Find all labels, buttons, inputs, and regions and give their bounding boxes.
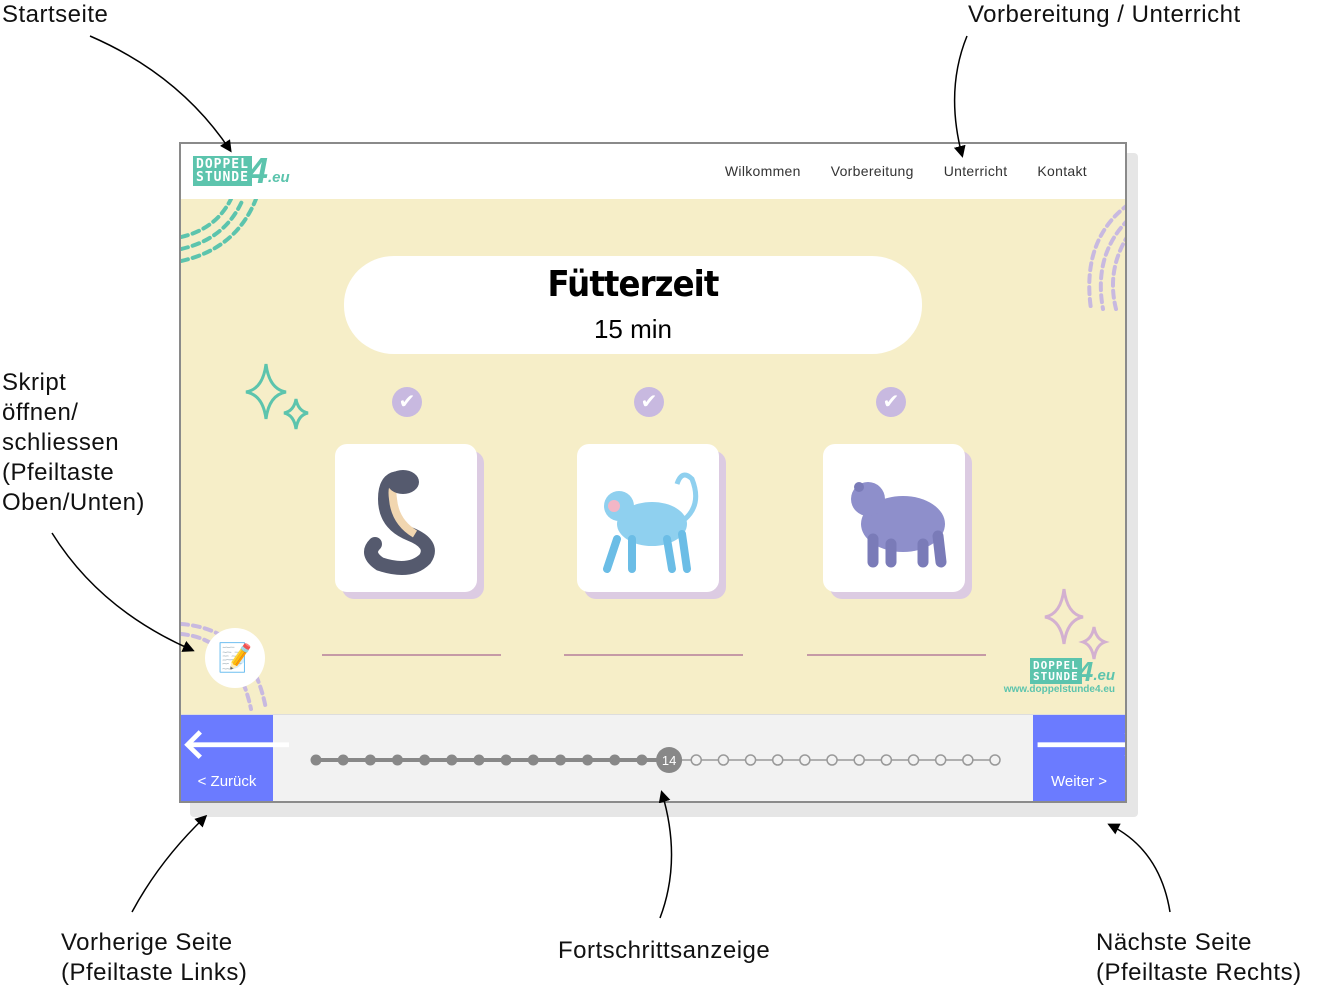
annotation-prev: Vorherige Seite (Pfeiltaste Links): [61, 928, 247, 988]
monkey-icon: [603, 472, 699, 573]
progress-dot-done[interactable]: [527, 754, 539, 766]
progress-dot-todo[interactable]: [989, 754, 1001, 766]
progress-dot-done[interactable]: [554, 754, 566, 766]
progress-dot-current[interactable]: [656, 747, 683, 773]
ann-line: Skript: [2, 369, 67, 396]
arrow-right-icon: 🡒: [1033, 715, 1125, 773]
answer-line: [807, 654, 986, 656]
logo-line1: DOPPEL: [196, 157, 249, 172]
ann-line: (Pfeiltaste: [2, 459, 115, 486]
answer-line: [322, 654, 501, 656]
progress-indicator: 14: [310, 747, 1001, 773]
progress-dot-done[interactable]: [391, 754, 403, 766]
progress-dot-done[interactable]: [500, 754, 512, 766]
check-icon[interactable]: ✔: [876, 387, 906, 417]
wm-four: 4: [1077, 656, 1094, 687]
progress-dot-todo[interactable]: [826, 754, 838, 766]
bear-icon: [851, 482, 947, 568]
progress-current-label: 14: [662, 753, 676, 768]
progress-dot-todo[interactable]: [880, 754, 893, 766]
snake-icon: [364, 470, 435, 575]
check-icon[interactable]: ✔: [634, 387, 664, 417]
prev-label: < Zurück: [197, 773, 257, 790]
next-label: Weiter >: [1051, 773, 1107, 790]
wm-eu: .eu: [1093, 667, 1115, 684]
answer-line: [564, 654, 743, 656]
progress-dot-todo[interactable]: [907, 754, 920, 766]
nav-vorbereitung[interactable]: Vorbereitung: [830, 163, 914, 179]
progress-dot-todo[interactable]: [799, 754, 811, 766]
progress-dot-todo[interactable]: [744, 754, 757, 766]
check-icon[interactable]: ✔: [392, 387, 422, 417]
progress-dot-done[interactable]: [473, 754, 485, 766]
next-button[interactable]: 🡒 Weiter >: [1033, 715, 1125, 801]
card-snake[interactable]: [335, 444, 477, 592]
page-title: Fütterzeit: [547, 264, 720, 305]
nav-kontakt[interactable]: Kontakt: [1037, 163, 1087, 179]
annotation-nav: Vorbereitung / Unterricht: [968, 1, 1241, 28]
duration: 15 min: [593, 314, 673, 344]
script-toggle-button[interactable]: 📝: [205, 628, 265, 688]
ann-line: öffnen/: [2, 399, 79, 426]
progress-dot-done[interactable]: [446, 754, 458, 766]
annotation-next: Nächste Seite (Pfeiltaste Rechts): [1096, 928, 1302, 988]
card-bear[interactable]: [823, 444, 965, 592]
ann-line: (Pfeiltaste Links): [61, 959, 248, 986]
watermark-url: www.doppelstunde4.eu: [1003, 684, 1115, 695]
ann-line: Nächste Seite: [1096, 929, 1252, 956]
progress-dot-done[interactable]: [582, 754, 594, 766]
ann-line: Oben/Unten): [2, 489, 145, 516]
logo-line2: STUNDE: [196, 170, 249, 185]
card-monkey[interactable]: [577, 444, 719, 592]
progress-dot-todo[interactable]: [853, 754, 865, 766]
progress-dot-todo[interactable]: [690, 754, 702, 766]
progress-dot-todo[interactable]: [717, 754, 730, 766]
progress-dot-todo[interactable]: [962, 754, 974, 766]
sparkle-icon: [1044, 588, 1110, 660]
title-box: Fütterzeit 15 min: [344, 256, 922, 354]
progress-dot-todo[interactable]: [771, 754, 784, 766]
ann-line: (Pfeiltaste Rechts): [1096, 959, 1302, 986]
annotation-home: Startseite: [2, 1, 109, 28]
ann-line: schliessen: [2, 429, 120, 456]
logo-four: 4: [247, 150, 268, 191]
nav-unterricht[interactable]: Unterricht: [943, 163, 1008, 179]
progress-dot-todo[interactable]: [934, 754, 947, 766]
progress-dot-done[interactable]: [364, 754, 376, 766]
sparkle-icon: [245, 363, 309, 430]
wm-line1: DOPPEL: [1032, 659, 1079, 672]
ann-line: Vorherige Seite: [61, 929, 233, 956]
main-nav: Wilkommen Vorbereitung Unterricht Kontak…: [725, 163, 1087, 179]
wm-line2: STUNDE: [1032, 670, 1079, 683]
progress-dot-done[interactable]: [609, 754, 621, 766]
annotation-progress: Fortschrittsanzeige: [558, 937, 771, 964]
progress-dot-done[interactable]: [636, 754, 648, 766]
nav-wilkommen[interactable]: Wilkommen: [724, 163, 801, 179]
bottom-bar: 🡐 < Zurück 14 🡒 Weiter >: [181, 714, 1125, 801]
progress-dot-done[interactable]: [310, 754, 322, 766]
progress-dot-done[interactable]: [419, 754, 431, 766]
logo-eu: .eu: [268, 169, 290, 186]
progress-dot-done[interactable]: [337, 754, 349, 766]
